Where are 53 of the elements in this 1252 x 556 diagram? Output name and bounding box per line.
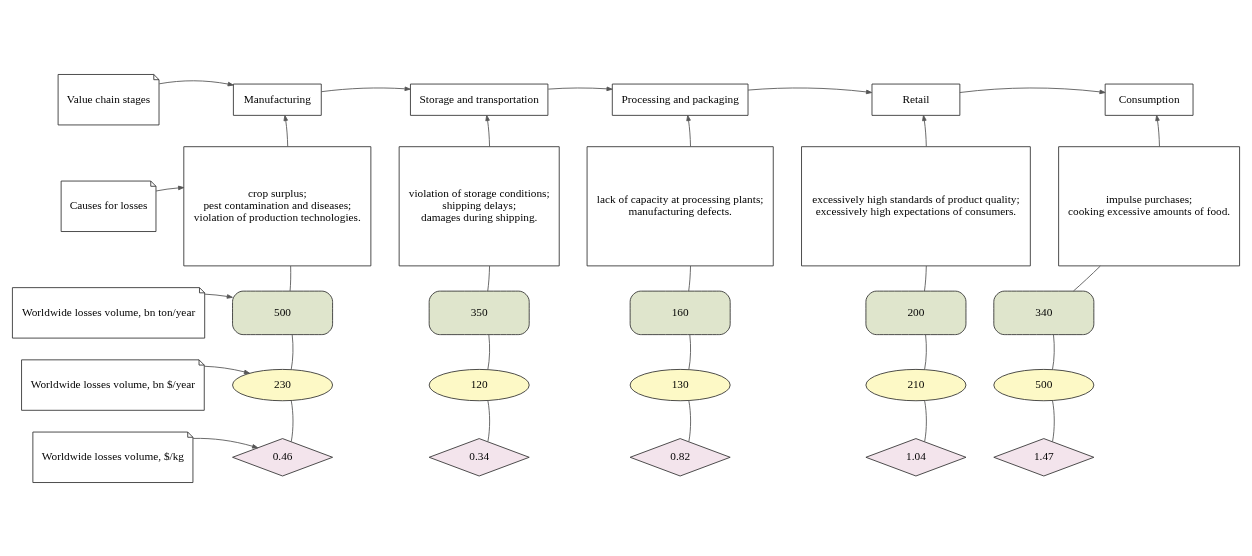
arrow [204, 293, 233, 299]
node-box: 340 [993, 290, 1095, 335]
arrow [747, 87, 873, 94]
node-box: 160 [629, 290, 731, 335]
arrow [321, 86, 411, 92]
node-diamond: 1.47 [993, 437, 1095, 476]
arrow [1155, 114, 1160, 147]
node-diamond: 1.04 [865, 437, 967, 476]
connector [487, 333, 491, 370]
connector [688, 399, 692, 442]
node-ellipse: 130 [629, 368, 731, 401]
node-box: Retail [871, 83, 961, 116]
arrow [203, 365, 250, 374]
connector [290, 399, 294, 442]
node-diamond: 0.46 [232, 437, 334, 476]
arrow [158, 79, 234, 86]
connector [1072, 265, 1101, 291]
node-box: 200 [865, 290, 967, 335]
node-box: excessively high standards of product quality; excessively high expectations of consumers. [801, 145, 1031, 266]
arrow [155, 185, 185, 191]
node-diamond: 0.82 [629, 437, 731, 476]
arrow [485, 114, 490, 147]
node-box: impulse purchases; cooking excessive amounts of food. [1058, 145, 1240, 266]
node-ellipse: 120 [428, 368, 530, 401]
connector [924, 399, 927, 442]
connector [688, 333, 692, 370]
arrow [192, 437, 259, 448]
node-box: Consumption [1104, 83, 1194, 116]
node-box: Storage and transportation [410, 83, 549, 116]
connector [1052, 399, 1055, 442]
node-box: lack of capacity at processing plants; manufacturing defects. [586, 145, 774, 266]
node-diamond: 0.34 [428, 437, 530, 476]
node-box: Manufacturing [232, 83, 322, 116]
arrow [283, 114, 289, 147]
connector [290, 333, 294, 370]
connector [487, 265, 490, 291]
node-box: 350 [428, 290, 530, 335]
connector [289, 265, 292, 291]
arrow [959, 87, 1106, 94]
node-ellipse: 500 [993, 368, 1095, 401]
arrow [686, 114, 691, 147]
node-ellipse: 210 [865, 368, 967, 401]
connector [688, 265, 691, 291]
arrow [922, 114, 927, 147]
connector [924, 265, 927, 291]
node-box: 500 [232, 290, 334, 335]
connector [487, 399, 491, 442]
node-box: crop surplus; pest contamination and diseases; violation of production technologies. [183, 145, 372, 266]
connector [1052, 333, 1055, 370]
node-box: Processing and packaging [611, 83, 749, 116]
arrow [547, 86, 613, 91]
connector [924, 333, 927, 370]
node-box: violation of storage conditions; shipping delays; damages during shipping. [398, 145, 560, 266]
